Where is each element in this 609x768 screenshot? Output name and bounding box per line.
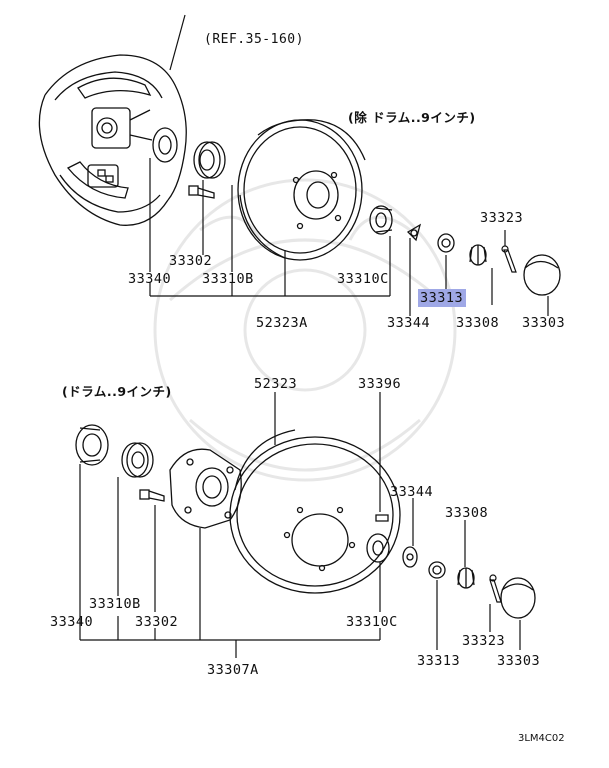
leader-lines-top (149, 14, 549, 316)
cotter-pin-top (501, 245, 517, 273)
castle-nut-top (469, 244, 487, 266)
part-33323-top[interactable]: 33323 (480, 210, 524, 226)
part-33340-bottom[interactable]: 33340 (50, 614, 94, 630)
hub-flange (169, 448, 242, 529)
castle-nut-bottom (457, 567, 475, 589)
part-33308-top[interactable]: 33308 (456, 315, 500, 331)
part-33313-top[interactable]: 33313 (418, 289, 467, 307)
part-33310C-top[interactable]: 33310C (337, 271, 389, 287)
hub-seal-top (152, 127, 178, 163)
bottom-variant-note: (ドラム..9インチ) (62, 384, 172, 399)
nut-top (437, 233, 455, 253)
part-33323-bottom[interactable]: 33323 (462, 633, 506, 649)
part-33303-bottom[interactable]: 33303 (497, 653, 541, 669)
part-33310C-bottom[interactable]: 33310C (346, 614, 398, 630)
part-33344-bottom[interactable]: 33344 (390, 484, 434, 500)
part-33303-top[interactable]: 33303 (522, 315, 566, 331)
watermark-emblem (153, 178, 457, 482)
hub-seal-bottom (75, 424, 109, 466)
part-33313-highlight[interactable]: 33313 (418, 289, 467, 307)
drum-bolt (375, 514, 389, 522)
reference-label: (REF.35-160) (204, 32, 304, 47)
part-33308-bottom[interactable]: 33308 (445, 505, 489, 521)
bearing-bottom (121, 442, 154, 478)
part-33396[interactable]: 33396 (358, 376, 402, 392)
part-33313-bottom[interactable]: 33313 (417, 653, 461, 669)
hub-bolt-bottom (139, 489, 165, 502)
part-33340-top[interactable]: 33340 (128, 271, 172, 287)
bearing-top (193, 141, 226, 179)
diagram-code: 3LM4C02 (518, 733, 565, 744)
outer-bearing-top (369, 205, 393, 235)
part-52323[interactable]: 52323 (254, 376, 298, 392)
part-33310B-top[interactable]: 33310B (202, 271, 254, 287)
washer-top (406, 223, 422, 242)
part-33302-top[interactable]: 33302 (169, 253, 213, 269)
brake-drum-bottom (229, 429, 401, 594)
part-33344-top[interactable]: 33344 (387, 315, 431, 331)
leader-lines-bottom (79, 392, 521, 658)
top-variant-note: (除 ドラム..9インチ) (348, 110, 476, 125)
outer-bearing-bottom (366, 533, 390, 563)
washer-bottom (402, 546, 418, 568)
grease-cap-top (523, 254, 561, 296)
nut-bottom (428, 561, 446, 579)
backing-plate-drawing (38, 54, 187, 226)
hub-bolt-top (188, 185, 215, 199)
part-52323A[interactable]: 52323A (256, 315, 308, 331)
part-33310B-bottom[interactable]: 33310B (89, 596, 141, 612)
part-33302-bottom[interactable]: 33302 (135, 614, 179, 630)
brake-drum-top (237, 119, 366, 261)
grease-cap-bottom (500, 577, 536, 619)
part-33307A[interactable]: 33307A (207, 662, 259, 678)
cotter-pin-bottom (489, 574, 502, 603)
